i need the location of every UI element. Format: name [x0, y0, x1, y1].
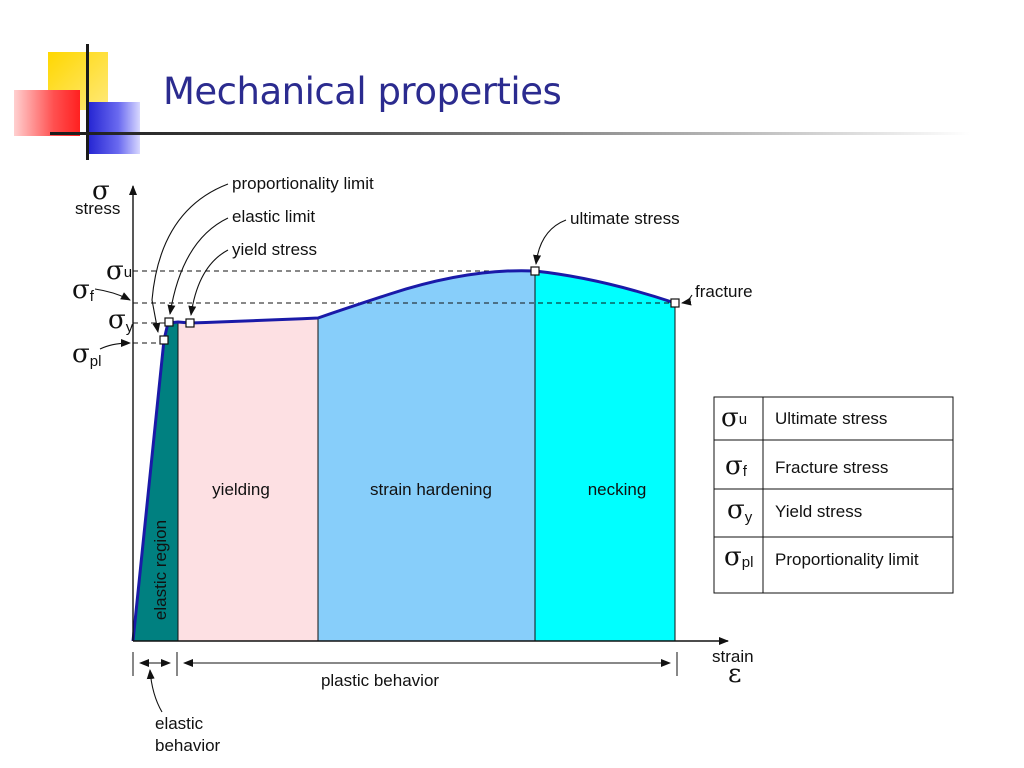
callout-proportionality-limit: proportionality limit [232, 174, 374, 193]
leader-ultimate-stress [533, 219, 567, 265]
elastic-behavior-label-line2: behavior [155, 736, 221, 755]
region-label-strain-hardening: strain hardening [370, 480, 492, 499]
callout-fracture: fracture [695, 282, 753, 301]
slide-title: Mechanical properties [163, 70, 562, 113]
legend-row-sigma-u-symbol: σu [721, 403, 747, 433]
decor-vertical-line [86, 44, 89, 160]
callout-yield-stress: yield stress [232, 240, 317, 259]
point-elastic-limit [164, 317, 174, 327]
leader-elastic-limit [167, 217, 229, 315]
region-label-yielding: yielding [212, 480, 270, 499]
region-yielding-fill [178, 318, 318, 641]
leader-fracture [681, 294, 693, 306]
legend-table: σu Ultimate stress σf Fracture stress σy… [713, 396, 954, 594]
point-proportionality-limit [159, 335, 169, 345]
region-elastic-fill [133, 322, 178, 641]
leader-proportionality-limit [151, 183, 229, 333]
region-label-necking: necking [588, 480, 647, 499]
point-yield-stress [185, 318, 195, 328]
x-axis-symbol: ε [728, 659, 741, 689]
legend-row-sigma-y-desc: Yield stress [775, 502, 862, 521]
decor-red-square [14, 90, 80, 136]
sigma-pl-label: σpl [72, 339, 101, 370]
sigma-y-label: σy [108, 305, 134, 336]
x-axis-label: strain [712, 647, 754, 666]
point-ultimate-stress [530, 266, 540, 276]
y-axis-symbol: σ [92, 176, 110, 206]
region-strain-hardening-fill [318, 270, 535, 641]
legend-row-sigma-u-desc: Ultimate stress [775, 409, 887, 428]
point-fracture [670, 298, 680, 308]
legend-row-sigma-pl-desc: Proportionality limit [775, 550, 919, 569]
leader-yield-stress [188, 249, 229, 316]
legend-row-sigma-f-desc: Fracture stress [775, 458, 888, 477]
elastic-behavior-leader [146, 669, 163, 713]
stress-strain-curve [131, 269, 676, 642]
callout-elastic-limit: elastic limit [232, 207, 315, 226]
title-underline [50, 132, 970, 135]
sigma-pl-leader [99, 339, 131, 350]
sigma-f-label: σf [72, 275, 95, 305]
legend-row-sigma-pl-symbol: σpl [724, 542, 753, 572]
elastic-behavior-label-line1: elastic [155, 714, 204, 733]
decor-blue-square [86, 102, 140, 154]
region-label-elastic: elastic region [151, 520, 170, 620]
legend-row-sigma-y-symbol: σy [727, 495, 753, 526]
legend-row-sigma-f-symbol: σf [725, 451, 748, 481]
region-necking-fill [535, 271, 675, 641]
sigma-u-label: σu [106, 256, 132, 286]
plastic-behavior-label: plastic behavior [321, 671, 439, 690]
callout-ultimate-stress: ultimate stress [570, 209, 680, 228]
sigma-f-leader [94, 288, 131, 301]
y-axis-label: stress [75, 199, 120, 218]
